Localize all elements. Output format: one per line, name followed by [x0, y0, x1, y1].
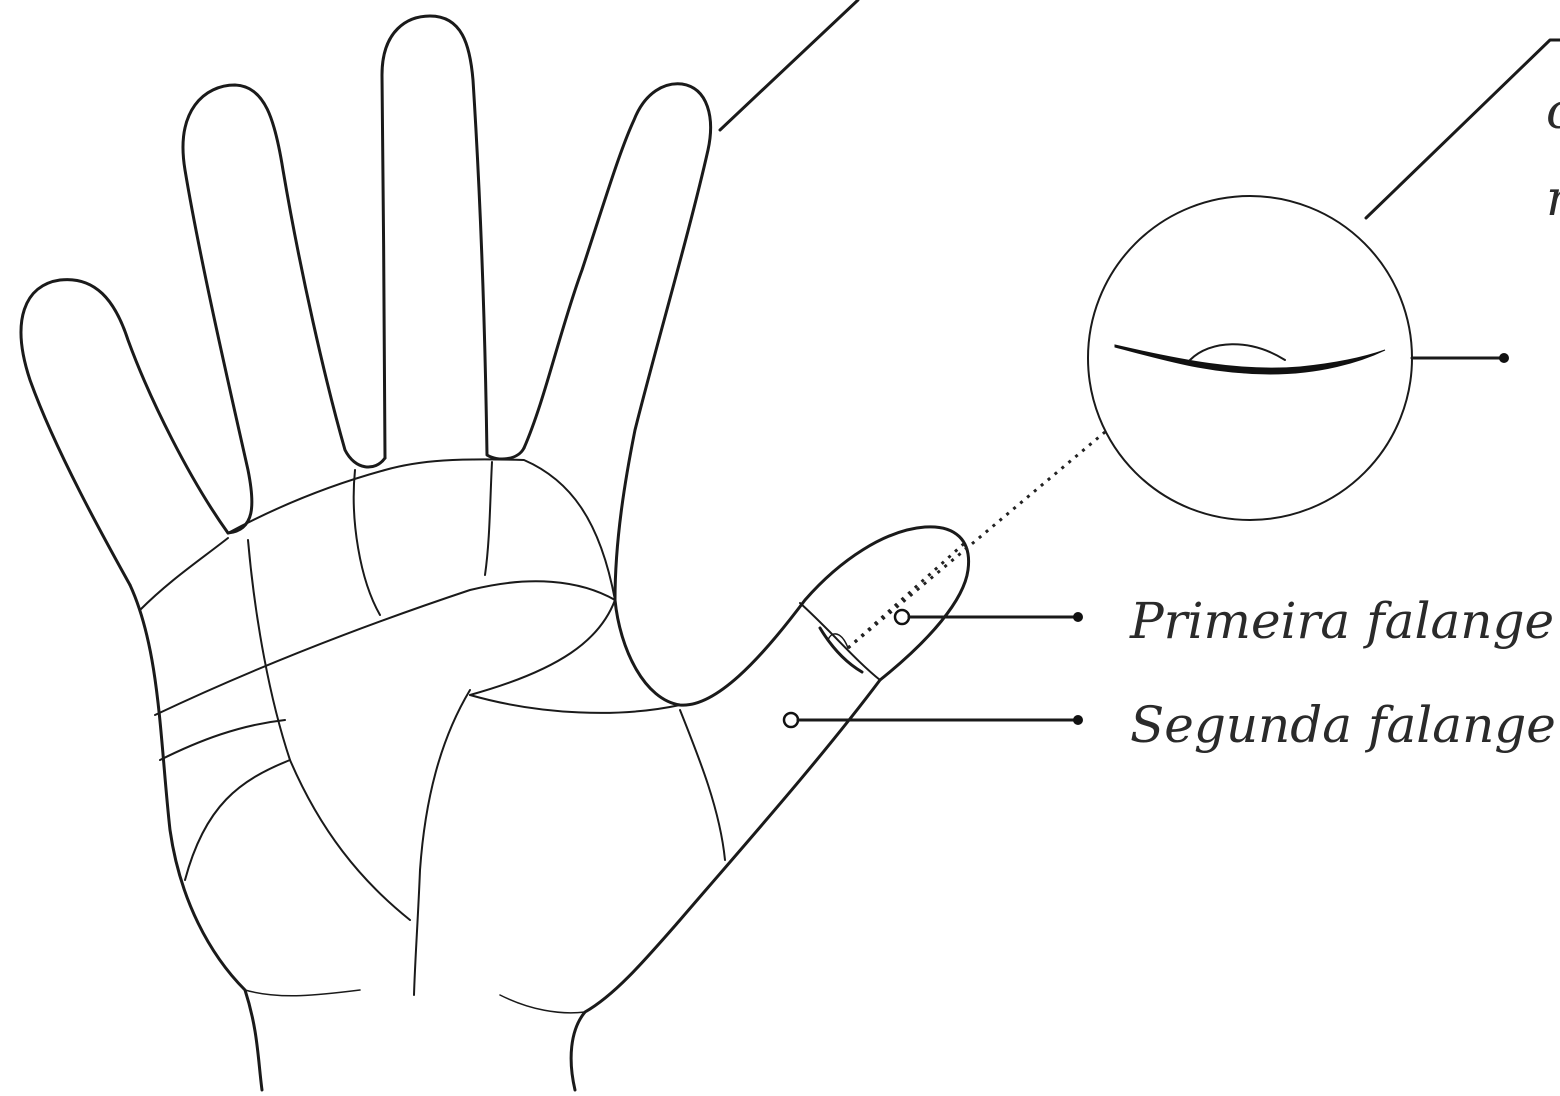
- magnifier: [848, 40, 1560, 648]
- head-line: [155, 581, 615, 715]
- wrist-line-right: [500, 995, 585, 1013]
- first-phalanx-dot: [1073, 612, 1083, 622]
- magnifier-right-dot: [1499, 353, 1509, 363]
- vertical-line-1: [248, 540, 410, 920]
- lower-left-line: [185, 760, 290, 880]
- first-phalanx-label: Primeira falange: [1129, 592, 1554, 650]
- middle-finger: [382, 16, 524, 459]
- heart-line: [140, 538, 228, 610]
- thumb-joint-mark: [820, 628, 862, 672]
- ring-finger: [183, 85, 385, 533]
- second-phalanx-callout: Segunda falange: [784, 696, 1556, 754]
- vertical-line-3: [485, 462, 492, 575]
- palm-left-edge: [130, 585, 262, 1090]
- first-phalanx-callout: Primeira falange: [895, 592, 1554, 650]
- first-phalanx-origin: [895, 610, 909, 624]
- thumb-joint-line: [800, 603, 880, 680]
- wrist-line-left: [245, 990, 360, 996]
- second-phalanx-dot: [1073, 715, 1083, 725]
- hand-outline: [21, 16, 969, 1090]
- top-leader-line: [720, 0, 858, 130]
- life-line: [470, 695, 680, 713]
- pinky-finger: [21, 280, 228, 585]
- magnifier-dotted-connector-thumb: [848, 540, 968, 648]
- thumb-base-line: [680, 710, 725, 860]
- lower-horizontal-line: [160, 720, 285, 760]
- magnifier-top-leader: [1366, 40, 1560, 218]
- thumb-crease: [800, 603, 880, 680]
- thumb-outer-edge: [571, 680, 880, 1090]
- palm-lines: [140, 459, 725, 1013]
- cut-text-top-2: n: [1546, 169, 1560, 227]
- second-phalanx-label: Segunda falange: [1130, 696, 1556, 754]
- index-finger: [524, 84, 711, 600]
- vertical-line-2: [354, 470, 380, 615]
- second-phalanx-origin: [784, 713, 798, 727]
- diagonal-line: [414, 690, 470, 995]
- magnified-crease: [1115, 345, 1385, 374]
- cut-text-top-1: c: [1546, 82, 1560, 140]
- finger-base-line: [228, 459, 615, 600]
- magnified-arc: [1190, 344, 1285, 360]
